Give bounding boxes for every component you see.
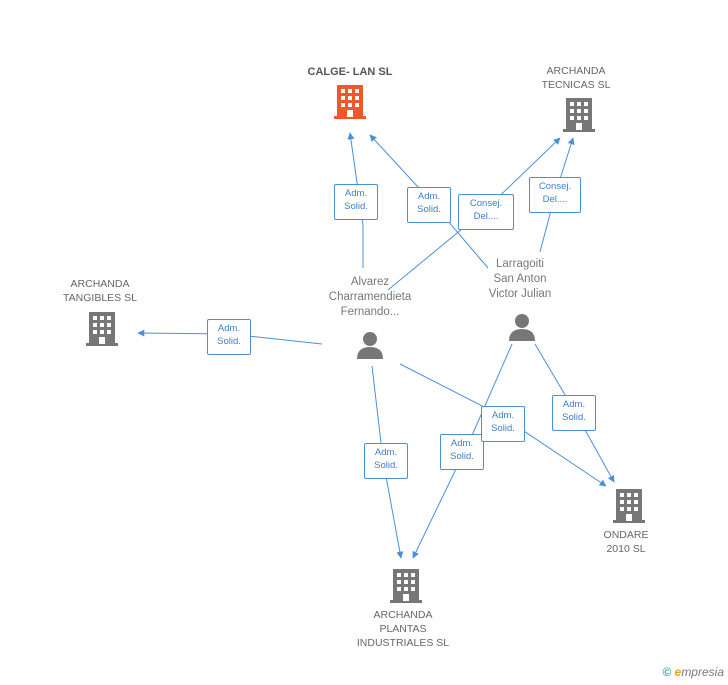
edge-label-alvarez-tangibles[interactable]: Adm.Solid. [207, 319, 251, 355]
building-icon[interactable] [334, 84, 366, 120]
person-icon[interactable] [355, 330, 385, 360]
company-label-plantas[interactable]: ARCHANDA PLANTAS INDUSTRIALES SL [356, 609, 450, 649]
edge-line-alvarez-calge [347, 132, 364, 268]
edge-label-alvarez-tecnicas[interactable]: Consej.Del.... [458, 194, 514, 230]
company-label-ondare[interactable]: ONDARE 2010 SL [603, 529, 649, 555]
edge-label-larragoiti-ondare[interactable]: Adm.Solid. [552, 395, 596, 431]
copyright-icon: © [662, 665, 672, 679]
building-icon[interactable] [86, 311, 118, 347]
person-label-alvarez[interactable]: Alvarez Charramendieta Fernando... [328, 276, 412, 318]
edge-label-alvarez-calge[interactable]: Adm.Solid. [334, 184, 378, 220]
edge-label-larragoiti-tecnicas[interactable]: Consej.Del.... [529, 177, 581, 213]
building-icon[interactable] [390, 568, 422, 604]
company-label-tecnicas[interactable]: ARCHANDA TECNICAS SL [541, 65, 611, 91]
person-icon[interactable] [507, 312, 537, 342]
company-label-tangibles[interactable]: ARCHANDA TANGIBLES SL [63, 278, 137, 304]
edge-label-larragoiti-plantas[interactable]: Adm.Solid. [440, 434, 484, 470]
edge-label-alvarez-ondare[interactable]: Adm.Solid. [481, 406, 525, 442]
company-label-calge[interactable]: CALGE- LAN SL [307, 66, 393, 78]
building-icon[interactable] [613, 488, 645, 524]
brand-logo: empresia [674, 665, 724, 679]
empresia-watermark: © empresia [662, 665, 724, 679]
edge-label-alvarez-plantas[interactable]: Adm.Solid. [364, 443, 408, 479]
building-icon[interactable] [563, 97, 595, 133]
edge-label-larragoiti-calge[interactable]: Adm.Solid. [407, 187, 451, 223]
person-label-larragoiti[interactable]: Larragoiti San Anton Victor Julian [488, 258, 552, 300]
